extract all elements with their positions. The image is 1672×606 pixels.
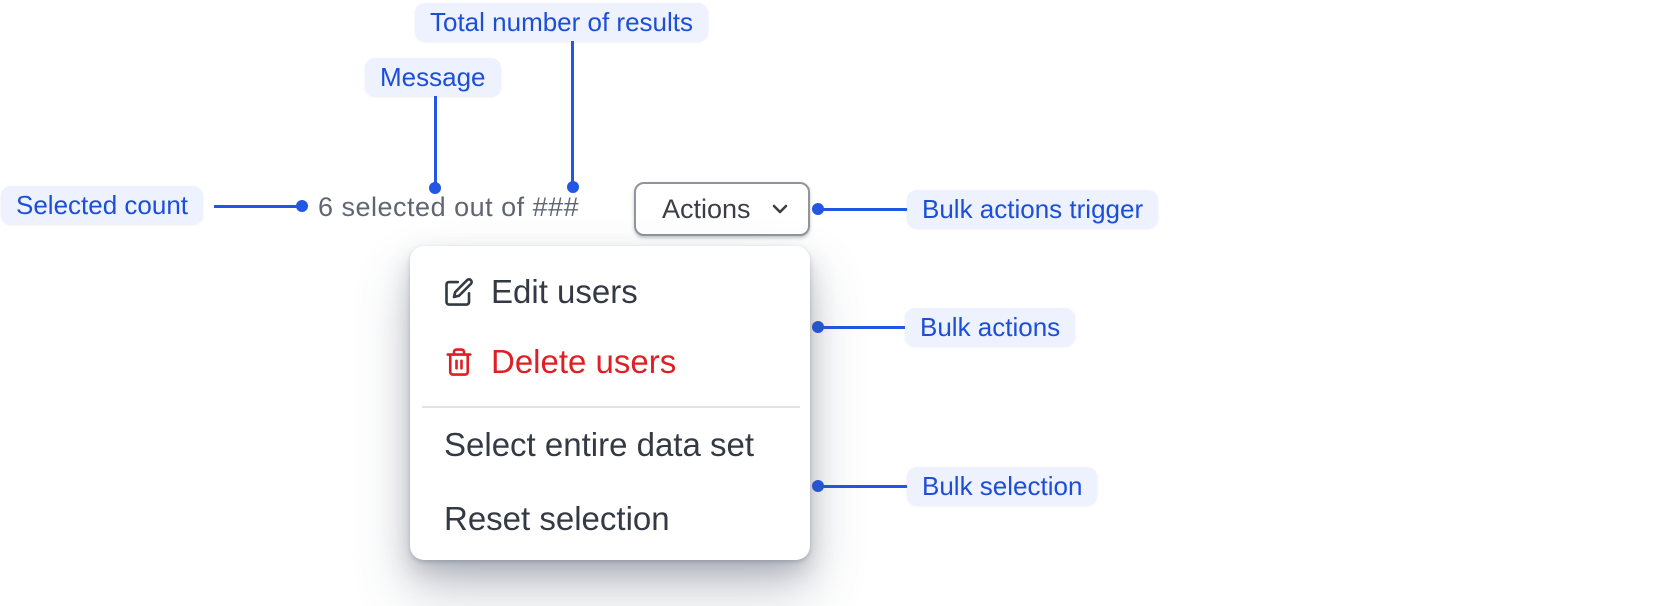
connector-dot-bulk-actions-trigger (812, 203, 824, 215)
connector-dot-bulk-selection (812, 480, 824, 492)
connector-dot-message (429, 182, 441, 194)
annotation-label-message: Message (365, 58, 501, 96)
connector-dot-total-results (567, 181, 579, 193)
menu-item-reset-selection[interactable]: Reset selection (444, 488, 790, 550)
edit-icon (444, 277, 474, 307)
menu-item-label: Edit users (491, 273, 638, 310)
connector-bulk-actions (822, 326, 905, 329)
connector-dot-selected-count (296, 200, 308, 212)
menu-item-delete-users[interactable]: Delete users (444, 329, 790, 395)
selected-count-message: 6 selected out of ### (318, 192, 580, 222)
bulk-actions-trigger-button[interactable]: Actions (634, 182, 810, 236)
connector-selected-count (214, 205, 298, 208)
connector-message (434, 96, 437, 184)
annotation-label-total-results: Total number of results (415, 3, 709, 41)
connector-total-results (571, 41, 574, 183)
connector-bulk-actions-trigger (822, 208, 907, 211)
annotation-label-bulk-selection: Bulk selection (907, 467, 1098, 505)
menu-divider (422, 406, 800, 408)
bulk-actions-trigger-label: Actions (662, 193, 751, 224)
menu-item-label: Delete users (491, 343, 677, 380)
trash-icon (444, 347, 474, 377)
annotation-label-bulk-actions: Bulk actions (905, 308, 1076, 346)
annotation-label-bulk-actions-trigger: Bulk actions trigger (907, 190, 1159, 228)
menu-item-label: Reset selection (444, 500, 670, 537)
connector-bulk-selection (822, 485, 907, 488)
chevron-down-icon (768, 197, 792, 221)
annotation-label-selected-count: Selected count (1, 186, 204, 224)
bulk-actions-menu: Edit users Delete users Select entire da… (410, 246, 810, 560)
menu-item-edit-users[interactable]: Edit users (444, 259, 790, 325)
menu-item-label: Select entire data set (444, 426, 755, 463)
connector-dot-bulk-actions (812, 321, 824, 333)
menu-item-select-entire-data-set[interactable]: Select entire data set (444, 414, 790, 476)
